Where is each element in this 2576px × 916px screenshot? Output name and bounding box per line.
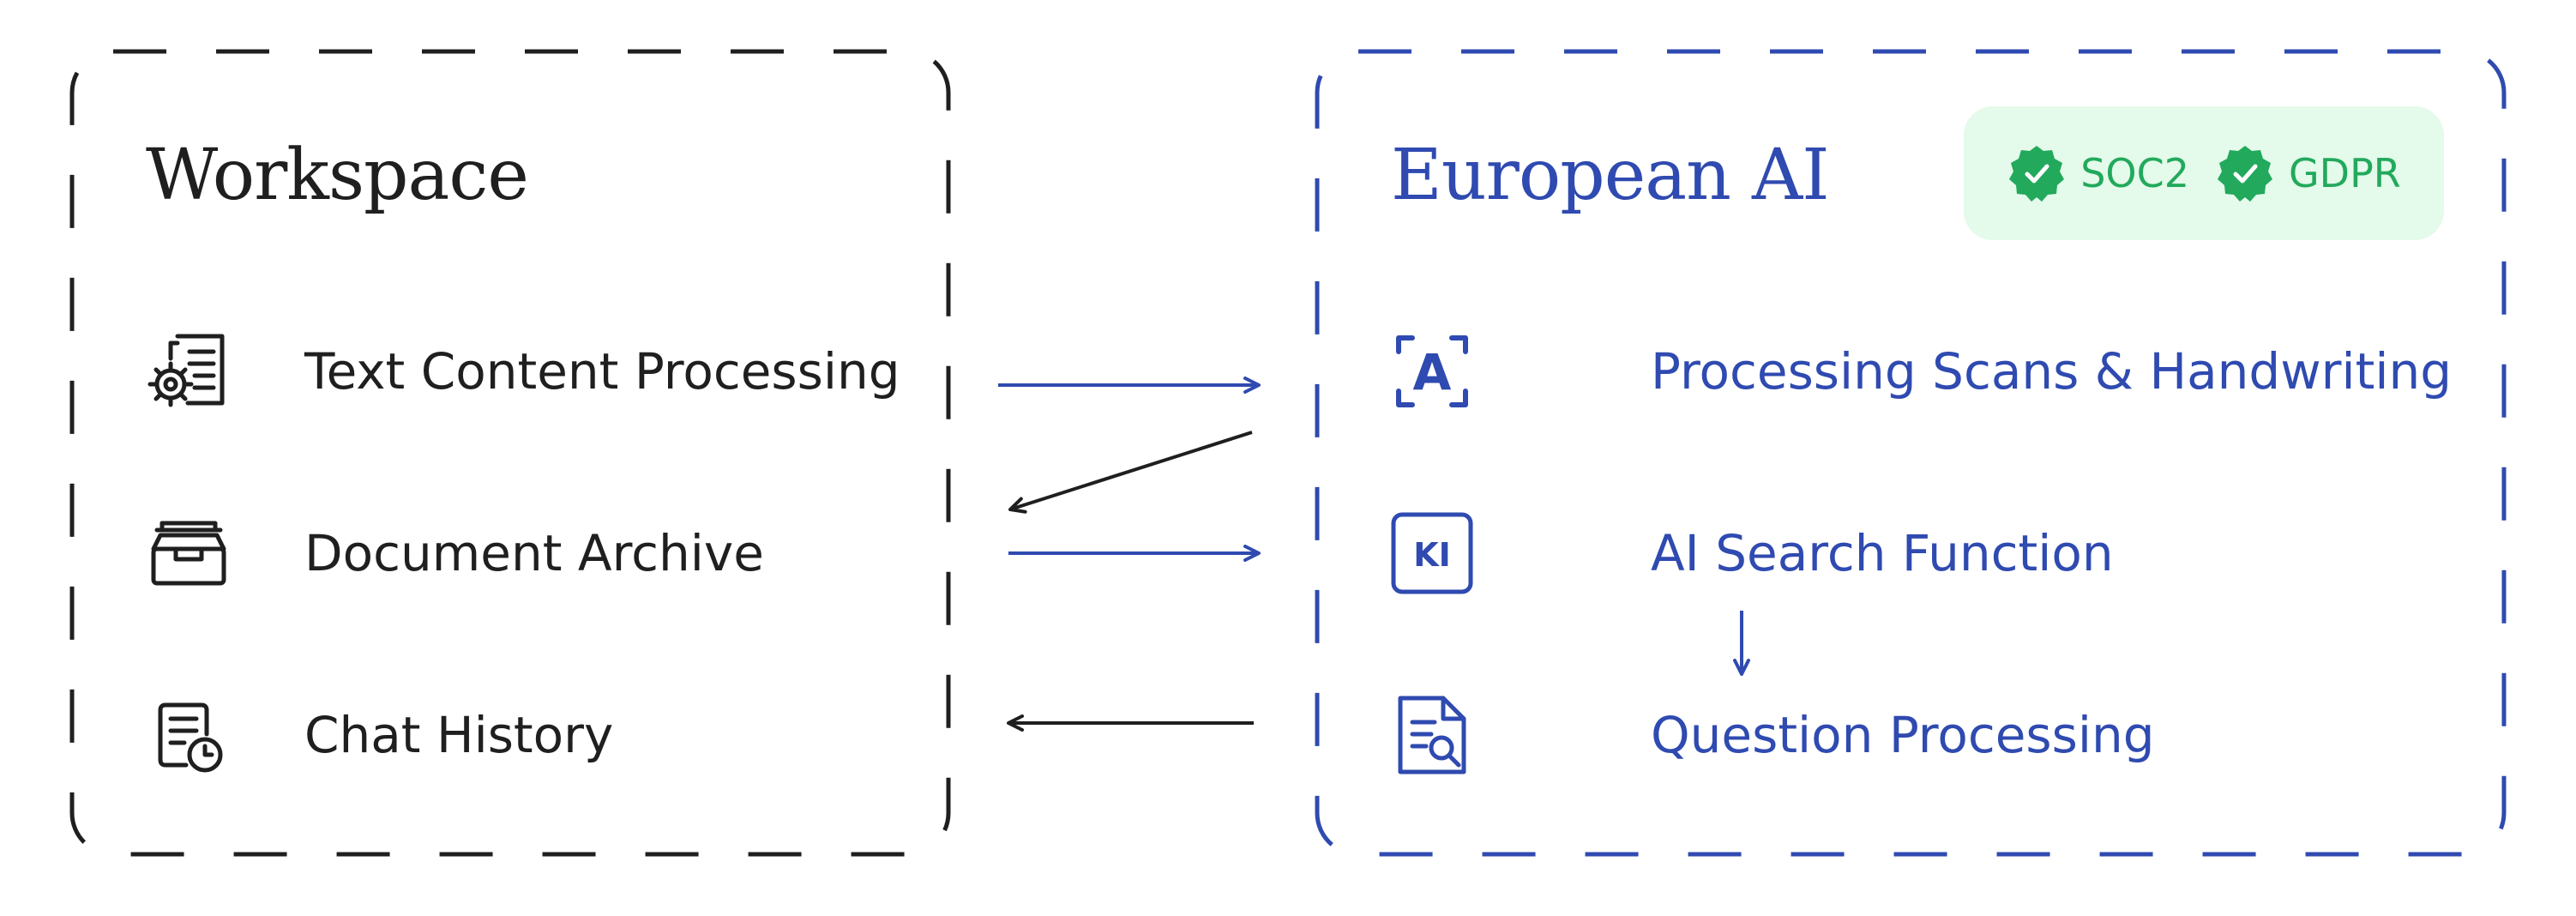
ai-item-label: Processing Scans & Handwriting — [1651, 342, 2453, 401]
european-ai-title: European AI — [1391, 135, 1830, 216]
compliance-badges: SOC2 GDPR — [1964, 106, 2444, 240]
workspace-item-label: Chat History — [304, 706, 614, 764]
ki-search-icon: KI — [1385, 506, 1479, 600]
flow-arrow-scans-to-archive — [1008, 431, 1253, 514]
archive-box-icon — [141, 506, 236, 600]
ocr-scan-icon: A — [1385, 324, 1479, 419]
badge-label: SOC2 — [2080, 150, 2189, 196]
badge-soc2: SOC2 — [2007, 143, 2189, 203]
workspace-item-label: Text Content Processing — [304, 342, 900, 401]
workspace-item-text-content-processing: Text Content Processing — [141, 324, 900, 419]
workspace-item-document-archive: Document Archive — [141, 506, 764, 600]
workspace-title: Workspace — [146, 135, 529, 216]
workspace-item-chat-history: Chat History — [141, 688, 613, 782]
ki-search-icon-text: KI — [1413, 536, 1451, 574]
document-search-icon — [1385, 688, 1479, 782]
check-badge-icon — [2215, 143, 2275, 203]
check-badge-icon — [2007, 143, 2067, 203]
ai-item-label: Question Processing — [1651, 706, 2155, 764]
chat-history-clock-icon — [141, 688, 236, 782]
ai-item-question-processing: Question Processing — [1385, 688, 2155, 782]
badge-label: GDPR — [2289, 150, 2401, 196]
ai-item-search-function: KI AI Search Function — [1385, 506, 2114, 600]
ocr-scan-icon-letter: A — [1413, 343, 1452, 401]
workspace-item-label: Document Archive — [304, 524, 764, 582]
ai-item-processing-scans: A Processing Scans & Handwriting — [1385, 324, 2452, 419]
badge-gdpr: GDPR — [2215, 143, 2401, 203]
document-gear-icon — [141, 324, 236, 419]
ai-item-label: AI Search Function — [1651, 524, 2114, 582]
